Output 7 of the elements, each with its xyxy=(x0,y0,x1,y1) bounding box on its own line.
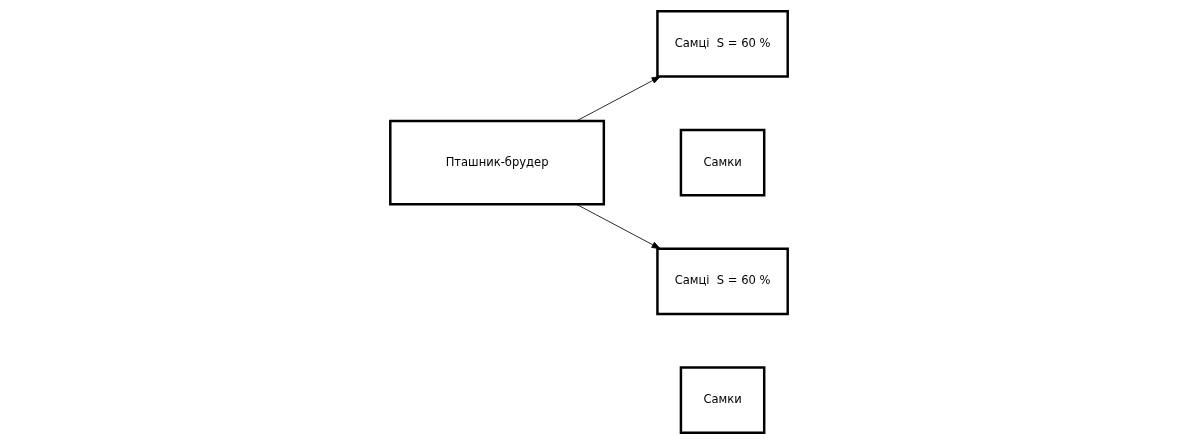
node-box: Самки xyxy=(679,366,766,434)
arrow xyxy=(576,76,661,122)
node-box: Самці S = 60 % xyxy=(656,10,789,78)
node-box: Пташник-брудер xyxy=(389,119,606,206)
node-box: Самки xyxy=(679,128,766,197)
node-box: Самці S = 60 % xyxy=(656,247,789,316)
arrow xyxy=(576,203,661,250)
